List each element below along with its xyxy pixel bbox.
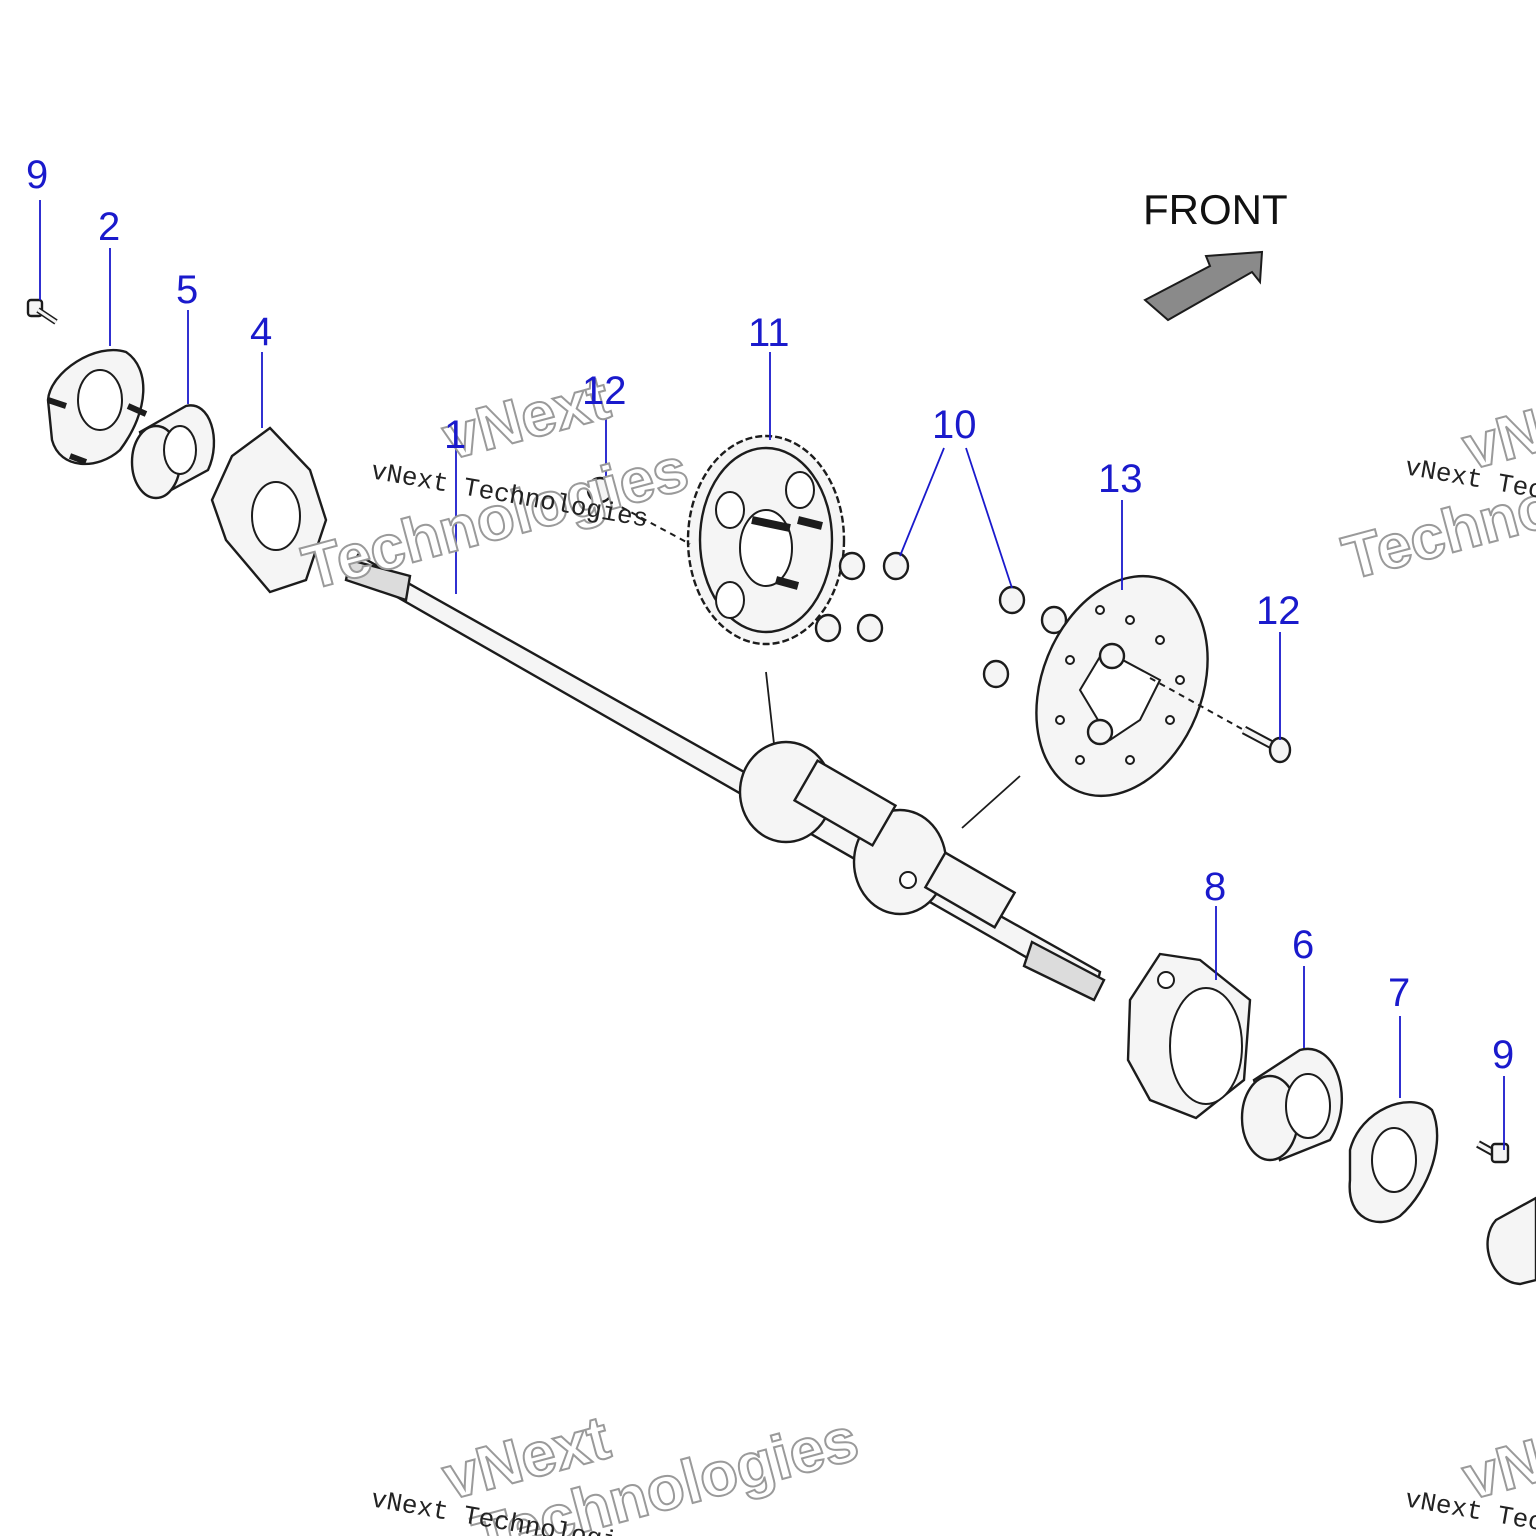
callout-8: 8	[1204, 865, 1226, 909]
part-10-nuts	[814, 551, 1068, 689]
part-12-bolt-right	[1149, 677, 1292, 764]
callout-12-right: 12	[1256, 589, 1301, 633]
callout-2: 2	[98, 205, 120, 249]
callout-12-upper: 12	[582, 369, 627, 413]
part-12-screw-upper	[586, 476, 691, 545]
callout-10: 10	[932, 403, 977, 447]
part-4-housing-left	[210, 426, 328, 594]
part-9-bolt-left	[26, 298, 58, 325]
part-6-bearing-right	[1240, 1047, 1344, 1162]
callout-labels: 9 2 5 4 1 12 11 10 13 12 8 6 7 9	[26, 153, 1514, 1077]
callout-1: 1	[444, 413, 466, 457]
watermark-group: Technologies vNext vNext Technologies Te…	[295, 362, 1536, 1536]
callout-11: 11	[748, 311, 790, 355]
part-2-flange-plate	[46, 349, 148, 465]
partial-tube-edge	[1486, 1196, 1536, 1286]
leader-lines	[39, 200, 1505, 1150]
part-5-bearing-left	[130, 404, 216, 500]
part-13-brake-disc	[1035, 574, 1209, 798]
part-1-axle-shaft	[344, 553, 1106, 1002]
callout-9-left: 9	[26, 153, 48, 197]
callout-9-right: 9	[1492, 1033, 1514, 1077]
callout-5: 5	[176, 268, 198, 312]
part-8-housing-right	[1126, 952, 1252, 1120]
part-11-sprocket	[686, 434, 846, 646]
callout-7: 7	[1388, 971, 1410, 1015]
front-arrow-icon	[1143, 250, 1264, 322]
callout-6: 6	[1292, 923, 1314, 967]
callout-4: 4	[250, 310, 272, 354]
front-direction-indicator: FRONT	[1143, 186, 1288, 322]
part-7-flange-plate	[1348, 1100, 1439, 1224]
callout-13: 13	[1098, 457, 1143, 501]
front-label: FRONT	[1143, 186, 1288, 233]
